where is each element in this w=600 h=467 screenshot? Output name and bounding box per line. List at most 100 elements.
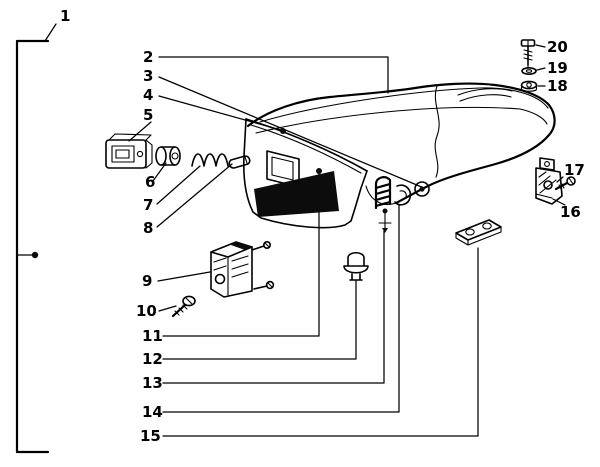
latch-pin-tip: [382, 228, 388, 233]
rear-screw-slot: [568, 177, 574, 185]
lock-barrel-center: [419, 186, 425, 192]
pivot-pin-edge: [244, 156, 248, 164]
tray-lock-plate-inner: [271, 156, 294, 181]
rear-bracket-tab: [539, 157, 555, 171]
dot-callout-4: [280, 128, 286, 134]
dot-callout-11: [316, 168, 322, 174]
leader-7: [156, 165, 201, 205]
callout-label-6: 6: [145, 173, 155, 191]
mounting-screw-head: [182, 295, 196, 307]
bushing-left-face: [155, 146, 167, 166]
coil-spring: [191, 153, 229, 167]
rear-bracket-tab-hole: [544, 161, 550, 167]
leader-2: [158, 56, 389, 94]
callout-label-11: 11: [142, 327, 163, 345]
latch-hook: [394, 184, 412, 206]
fastener-stack: [520, 39, 538, 92]
lock-catch-side-face: [145, 139, 153, 169]
rear-bracket-hole: [543, 180, 553, 190]
coil-spring-loops: [191, 153, 229, 167]
tray-rim: [245, 118, 368, 172]
lock-catch-window: [111, 145, 135, 163]
hinge-bracket-hole: [214, 273, 226, 285]
lock-catch-top-face: [108, 133, 152, 141]
rubber-buffer-shape: [343, 251, 369, 281]
mounting-plate-hole-left: [465, 228, 475, 236]
leader-13: [162, 230, 385, 384]
callout-label-1: 1: [60, 7, 70, 25]
leader-19: [536, 67, 546, 71]
latch-pin-head: [382, 208, 388, 214]
rear-bracket: [535, 157, 563, 205]
seat-latch-mechanism: [374, 176, 430, 233]
mounting-plate-top: [455, 219, 502, 241]
rear-screw-threads: [558, 183, 565, 190]
bushing-bore: [171, 152, 179, 160]
mounting-plate-hole-right: [482, 222, 492, 230]
callout-label-2: 2: [143, 48, 153, 66]
callout-label-19: 19: [547, 59, 568, 77]
leader-5: [128, 121, 152, 142]
callout-label-15: 15: [140, 427, 161, 445]
seat-outline: [246, 82, 556, 205]
leader-10: [158, 305, 177, 312]
latch-hook-inner: [399, 190, 407, 198]
leader-20: [535, 44, 546, 48]
washer-hole: [525, 69, 533, 73]
tray-rubber-mat: [254, 171, 339, 217]
mounting-screw: [171, 295, 196, 318]
leader-lines: [44, 23, 566, 437]
callout-label-10: 10: [136, 302, 157, 320]
washer: [521, 67, 537, 76]
rear-screw-shaft: [554, 181, 569, 191]
leader-12: [162, 279, 357, 360]
leader-15: [162, 247, 479, 437]
mounting-screw-shaft: [171, 303, 187, 318]
hinge-screw-top-shaft: [251, 245, 265, 251]
rubber-buffer: [343, 251, 369, 281]
seat-step-seam: [434, 85, 440, 178]
hinge-screw-bottom-head: [265, 280, 275, 290]
leader-9: [157, 271, 211, 282]
hinge-screw-top-slot: [264, 242, 270, 248]
top-screw-threads: [523, 49, 533, 61]
leader-14: [162, 204, 400, 413]
callout-label-7: 7: [143, 196, 153, 214]
mounting-plate-edge: [455, 226, 502, 246]
assembly-bracket: [15, 39, 50, 454]
leader-1: [44, 23, 57, 42]
callout-label-8: 8: [143, 219, 153, 237]
lock-catch-window-inner: [115, 149, 130, 159]
tray-rim-inner: [250, 124, 362, 174]
callout-label-14: 14: [142, 403, 163, 421]
mounting-screw-threads: [174, 304, 188, 316]
hinge-screw-top-head: [262, 241, 271, 250]
bushing-right-face: [169, 146, 181, 166]
lock-barrel: [414, 181, 430, 197]
hinge-bracket-hatch: [213, 255, 249, 278]
callout-label-20: 20: [547, 38, 568, 56]
pivot-pin: [228, 155, 251, 169]
callout-label-4: 4: [143, 86, 153, 104]
hinge-bracket-body: [210, 246, 253, 298]
tray-outline: [243, 118, 368, 229]
leader-16: [552, 198, 566, 206]
assembly-bracket-line: [15, 39, 50, 454]
lock-catch: [105, 133, 153, 169]
hinge-screw-bottom-shaft: [253, 285, 268, 290]
rear-bracket-body: [535, 167, 563, 205]
leader-3: [158, 76, 425, 189]
seat-piping-lower: [255, 106, 548, 134]
leader-8: [156, 163, 233, 228]
bushing: [155, 146, 181, 166]
hinge-bracket-tab-shade: [231, 242, 252, 250]
callout-label-13: 13: [142, 374, 163, 392]
nut-hole: [526, 82, 532, 88]
mounting-screw-slot: [185, 297, 193, 305]
callout-label-9: 9: [142, 272, 152, 290]
callout-label-12: 12: [142, 350, 163, 368]
hinge-bracket: [210, 241, 275, 298]
reference-dots: [280, 128, 322, 174]
